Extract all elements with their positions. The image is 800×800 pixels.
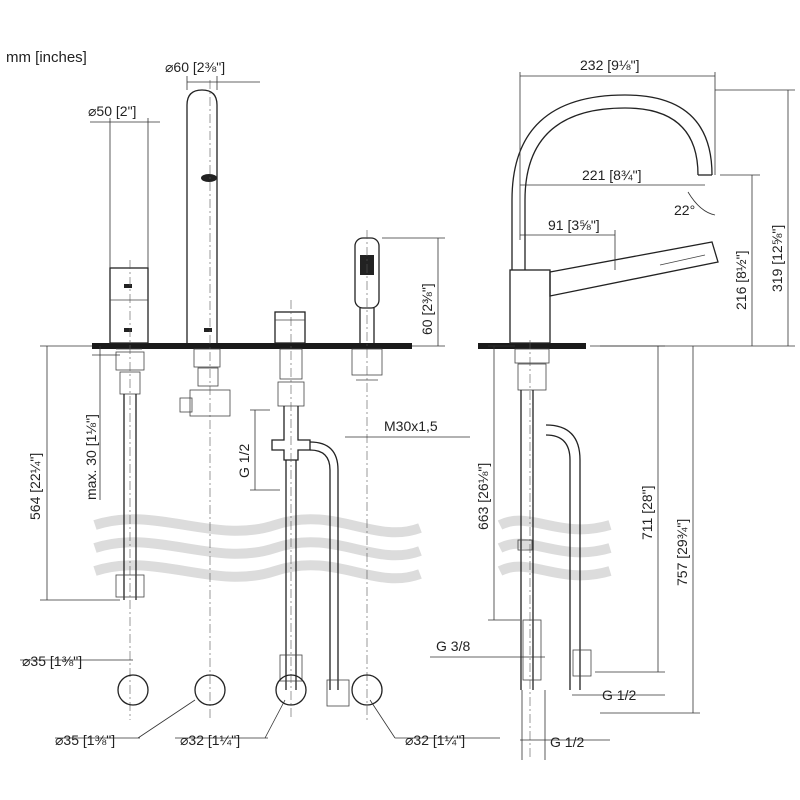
label-d35b: ⌀35 [1⅜"] — [55, 732, 115, 748]
diverter-valve — [271, 300, 350, 720]
label-d60: ⌀60 [2⅜"] — [165, 59, 225, 75]
break-bands — [93, 514, 612, 584]
label-h221: 221 [8¾"] — [582, 167, 641, 183]
label-d32b: ⌀32 [1¼"] — [405, 732, 465, 748]
label-m30: M30x1,5 — [384, 418, 438, 434]
label-v216: 216 [8½"] — [733, 251, 749, 310]
label-v711: 711 [28"] — [639, 485, 655, 540]
mixer-lever — [109, 260, 149, 720]
label-v663: 663 [26⅛"] — [475, 463, 491, 530]
label-max30: max. 30 [1⅛"] — [83, 414, 99, 500]
label-g12-left: G 1/2 — [236, 444, 252, 478]
hole-32-c — [351, 674, 383, 706]
label-g12-r2: G 1/2 — [550, 734, 584, 750]
label-g12-r1: G 1/2 — [602, 687, 636, 703]
label-h91: 91 [3⅝"] — [548, 217, 600, 233]
hole-35-a — [117, 674, 149, 706]
hole-32-b — [275, 674, 307, 706]
hand-shower-holder — [351, 230, 383, 720]
label-d35a: ⌀35 [1⅜"] — [22, 653, 82, 669]
units-label: mm [inches] — [6, 49, 87, 66]
label-d32a: ⌀32 [1¼"] — [180, 732, 240, 748]
label-v564: 564 [22¼"] — [27, 453, 43, 520]
hole-32-a — [194, 674, 226, 706]
label-v60: 60 [2⅜"] — [419, 283, 435, 335]
label-g38: G 3/8 — [436, 638, 470, 654]
side-view — [478, 94, 719, 760]
label-v757: 757 [29¾"] — [674, 519, 690, 586]
deck-plate-left — [92, 343, 412, 349]
dimensions-right: 232 [9⅛"] 221 [8¾"] 22° 91 [3⅝"] 319 [12… — [430, 57, 795, 760]
label-d50: ⌀50 [2"] — [88, 103, 136, 119]
label-h232: 232 [9⅛"] — [580, 57, 639, 73]
column-spout — [179, 80, 231, 720]
label-v319: 319 [12⅝"] — [769, 225, 785, 292]
label-angle22: 22° — [674, 202, 695, 218]
dimensions-left: ⌀60 [2⅜"] ⌀50 [2"] 60 [2⅜"] max. 30 [1⅛"… — [20, 59, 500, 748]
